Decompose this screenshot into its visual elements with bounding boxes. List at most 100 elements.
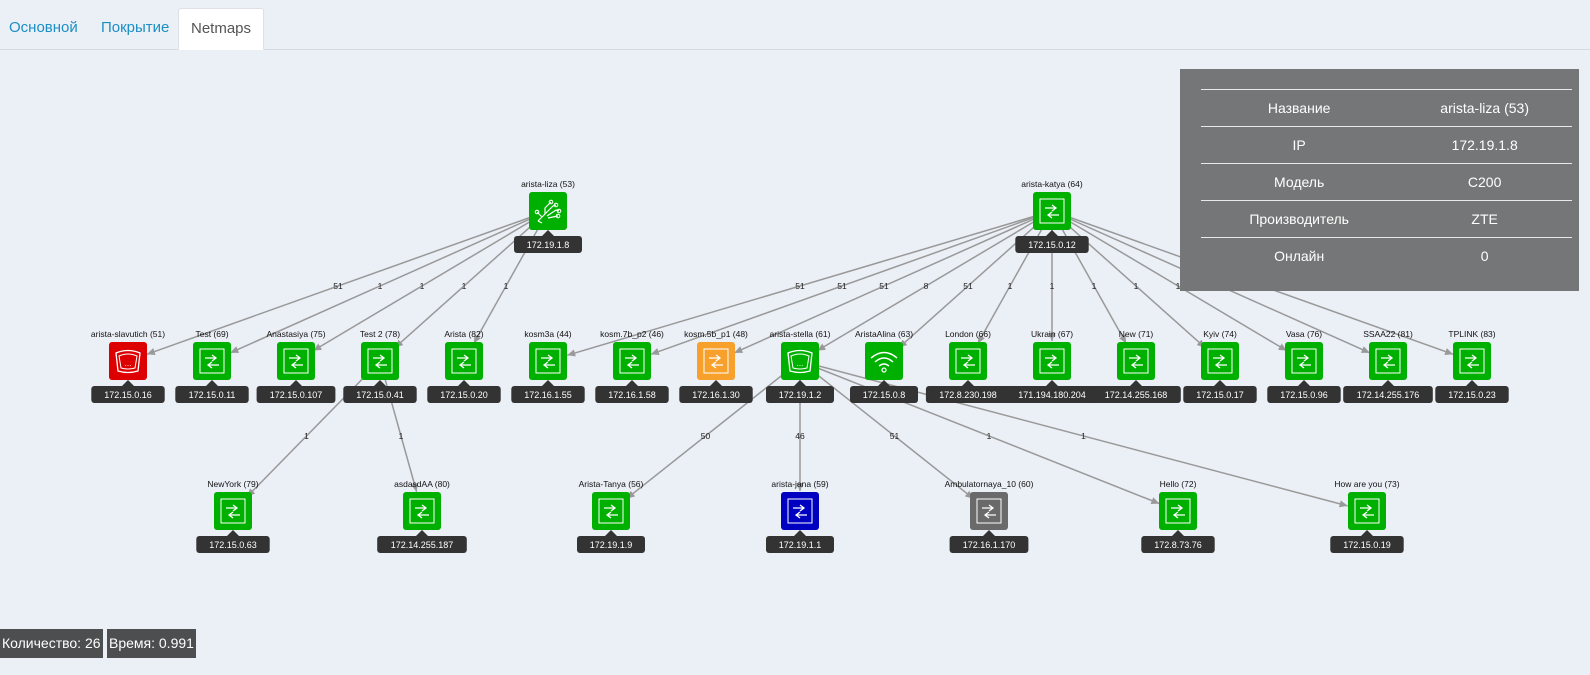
node-n82[interactable]: Arista (82)172.15.0.20: [427, 329, 501, 403]
node-n46[interactable]: kosm.7b_p2 (46)172.16.1.58: [595, 329, 669, 403]
edge[interactable]: 51: [650, 210, 1053, 355]
node-n80[interactable]: asdasdAA (80)172.14.255.187: [377, 479, 467, 553]
switch-icon: [619, 348, 645, 374]
tab-main[interactable]: Основной: [9, 19, 78, 36]
edge[interactable]: 1: [246, 360, 381, 498]
switch-icon: [199, 348, 225, 374]
edge[interactable]: 1: [229, 210, 549, 354]
info-key: IP: [1201, 126, 1398, 164]
router-icon: ...: [115, 349, 141, 374]
edge-line: [977, 210, 1053, 344]
node-n74[interactable]: Kyiv (74)172.15.0.17: [1183, 329, 1257, 403]
switch-icon: [535, 348, 561, 374]
edge[interactable]: 8: [816, 210, 1053, 352]
info-value: 172.19.1.8: [1397, 126, 1572, 164]
node-label: arista-liza (53): [521, 179, 575, 189]
edge[interactable]: 1: [312, 210, 549, 352]
node-n56[interactable]: Arista-Tanya (56)172.19.1.9: [577, 479, 645, 553]
node-n71[interactable]: New (71)172.14.255.168: [1091, 329, 1181, 403]
edge-line: [1051, 210, 1127, 344]
ip-address: 172.15.0.19: [1343, 540, 1391, 550]
edge-line: [566, 210, 1053, 357]
edge[interactable]: 51: [146, 210, 549, 355]
edge-line: [799, 360, 1348, 508]
edge[interactable]: 1: [977, 210, 1053, 344]
node-n64[interactable]: arista-katya (64)172.15.0.12: [1015, 179, 1089, 253]
info-key: Модель: [1201, 163, 1398, 201]
ip-tooltip: 172.16.1.58: [595, 380, 669, 403]
edge[interactable]: 51: [799, 360, 974, 500]
edge-label: 1: [1176, 281, 1181, 291]
ip-address: 172.19.1.9: [590, 540, 633, 550]
ip-address: 172.15.0.23: [1448, 390, 1496, 400]
edge-label: 50: [701, 431, 711, 441]
node-n73[interactable]: How are you (73)172.15.0.19: [1330, 479, 1404, 553]
info-value: arista-liza (53): [1397, 89, 1572, 127]
switch-icon: [451, 348, 477, 374]
ip-tooltip: 172.14.255.168: [1091, 380, 1181, 403]
switch-icon: [283, 348, 309, 374]
node-label: Vasa (76): [1286, 329, 1322, 339]
node-n75[interactable]: Anastasiya (75)172.15.0.107: [256, 329, 336, 403]
switch-icon: [1039, 348, 1065, 374]
node-n81[interactable]: SSAA22 (81)172.14.255.176: [1343, 329, 1433, 403]
ip-tooltip: 172.19.1.1: [766, 530, 834, 553]
node-n51[interactable]: arista-slavutich (51)...172.15.0.16: [91, 329, 165, 403]
edge[interactable]: 1: [1051, 210, 1288, 352]
edge[interactable]: 50: [626, 360, 801, 500]
node-label: arista-slavutich (51): [91, 329, 165, 339]
info-value: 0: [1397, 237, 1572, 274]
node-n67[interactable]: Ukrain (67)171.194.180.204: [1004, 329, 1100, 403]
node-n59[interactable]: arista-jana (59)172.19.1.1: [766, 479, 834, 553]
edge[interactable]: 1: [799, 360, 1348, 508]
node-n83[interactable]: TPLINK (83)172.15.0.23: [1435, 329, 1509, 403]
edge[interactable]: 1: [799, 360, 1160, 505]
ip-address: 172.19.1.1: [779, 540, 822, 550]
ip-tooltip: 172.15.0.96: [1267, 380, 1341, 403]
node-n72[interactable]: Hello (72)172.8.73.76: [1141, 479, 1215, 553]
node-n79[interactable]: NewYork (79)172.15.0.63: [196, 479, 270, 553]
ip-address: 172.14.255.187: [391, 540, 454, 550]
edge[interactable]: 51: [898, 210, 1053, 349]
node-n53[interactable]: arista-liza (53) 172.19.1.8: [514, 179, 582, 253]
node-n61[interactable]: arista-stella (61)...172.19.1.2: [766, 329, 834, 403]
ip-tooltip: 172.15.0.63: [196, 530, 270, 553]
switch-icon: [598, 498, 624, 524]
edge[interactable]: 1: [394, 210, 549, 349]
node-n69[interactable]: Test (69)172.15.0.11: [175, 329, 249, 403]
node-n48[interactable]: kosm.5b_p1 (48) 172.16.1.30: [679, 329, 753, 403]
edge[interactable]: 51: [566, 210, 1053, 357]
edge-line: [1051, 210, 1288, 352]
svg-text:...: ...: [797, 359, 804, 368]
edge[interactable]: 1: [473, 210, 549, 344]
node-n63[interactable]: AristaAlina (63)172.15.0.8: [850, 329, 918, 403]
ip-address: 172.16.1.170: [963, 540, 1016, 550]
edge-label: 51: [963, 281, 973, 291]
edge[interactable]: 1: [1051, 210, 1127, 344]
node-box[interactable]: [865, 342, 903, 380]
ip-tooltip: 172.15.0.23: [1435, 380, 1509, 403]
node-n60[interactable]: Ambulatornaya_10 (60) 172.16.1.170: [945, 479, 1034, 553]
ip-tooltip: 172.14.255.176: [1343, 380, 1433, 403]
edge[interactable]: 1: [1051, 210, 1206, 349]
ip-address: 172.16.1.30: [692, 390, 740, 400]
edge-label: 51: [795, 281, 805, 291]
ip-tooltip: 172.15.0.107: [256, 380, 336, 403]
switch-icon: [1291, 348, 1317, 374]
ip-address: 172.19.1.8: [527, 240, 570, 250]
node-n66[interactable]: London (66)172.8.230.198: [925, 329, 1011, 403]
edge[interactable]: 51: [733, 210, 1053, 354]
node-label: Test 2 (78): [360, 329, 400, 339]
ip-tooltip: 172.15.0.8: [850, 380, 918, 403]
tab-netmaps[interactable]: Netmaps: [178, 8, 265, 50]
tab-coverage[interactable]: Покрытие: [101, 19, 170, 36]
ip-tooltip: 172.15.0.17: [1183, 380, 1257, 403]
node-n44[interactable]: kosm3a (44)172.16.1.55: [511, 329, 585, 403]
node-n76[interactable]: Vasa (76) 172.15.0.96: [1267, 329, 1341, 403]
ip-tooltip: 172.19.1.2: [766, 380, 834, 403]
node-n78[interactable]: Test 2 (78)172.15.0.41: [343, 329, 417, 403]
node-label: kosm.5b_p1 (48): [684, 329, 748, 339]
node-label: Ambulatornaya_10 (60): [945, 479, 1034, 489]
edge[interactable]: 1: [379, 360, 418, 492]
